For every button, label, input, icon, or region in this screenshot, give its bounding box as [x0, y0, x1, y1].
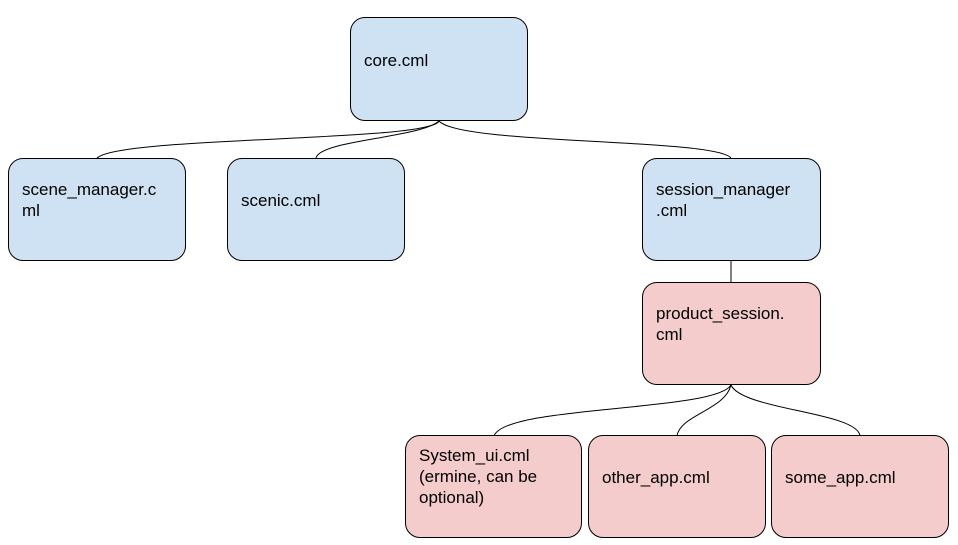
edge-product-session-to-system-ui	[493, 384, 732, 437]
node-product-session-label-line-1: product_session.	[656, 304, 785, 323]
node-scene-manager-label-line-2: ml	[22, 201, 40, 220]
node-session-manager-label-line-1: session_manager	[656, 180, 791, 199]
node-session-manager-label-line-2: .cml	[656, 201, 688, 220]
edge-core-to-session-manager	[438, 120, 732, 159]
node-core-label-line: core.cml	[364, 51, 429, 70]
node-core[interactable]: core.cml	[350, 17, 528, 121]
node-product-session[interactable]: product_session. cml	[642, 282, 821, 385]
node-other-app-label-line: other_app.cml	[602, 468, 710, 487]
edge-core-to-scenic	[315, 120, 440, 159]
edge-product-session-to-other-app	[676, 384, 732, 437]
node-session-manager[interactable]: session_manager .cml	[642, 158, 821, 261]
node-some-app-label-line: some_app.cml	[785, 468, 896, 487]
node-other-app[interactable]: other_app.cml	[588, 435, 766, 538]
node-scenic-label-line: scenic.cml	[241, 191, 321, 210]
node-system-ui-label-line-1: System_ui.cml	[419, 446, 530, 465]
node-scene-manager-label-line-1: scene_manager.c	[22, 180, 157, 199]
edge-core-to-scene-manager	[96, 120, 440, 159]
node-system-ui-label-line-3: optional)	[419, 488, 485, 507]
node-scene-manager[interactable]: scene_manager.c ml	[8, 158, 186, 261]
edge-product-session-to-some-app	[730, 384, 861, 437]
node-system-ui[interactable]: System_ui.cml (ermine, can be optional)	[405, 435, 582, 538]
node-system-ui-label-line-2: (ermine, can be	[419, 467, 538, 486]
node-some-app[interactable]: some_app.cml	[771, 435, 949, 538]
node-scenic[interactable]: scenic.cml	[227, 158, 405, 261]
node-product-session-label-line-2: cml	[656, 325, 683, 344]
